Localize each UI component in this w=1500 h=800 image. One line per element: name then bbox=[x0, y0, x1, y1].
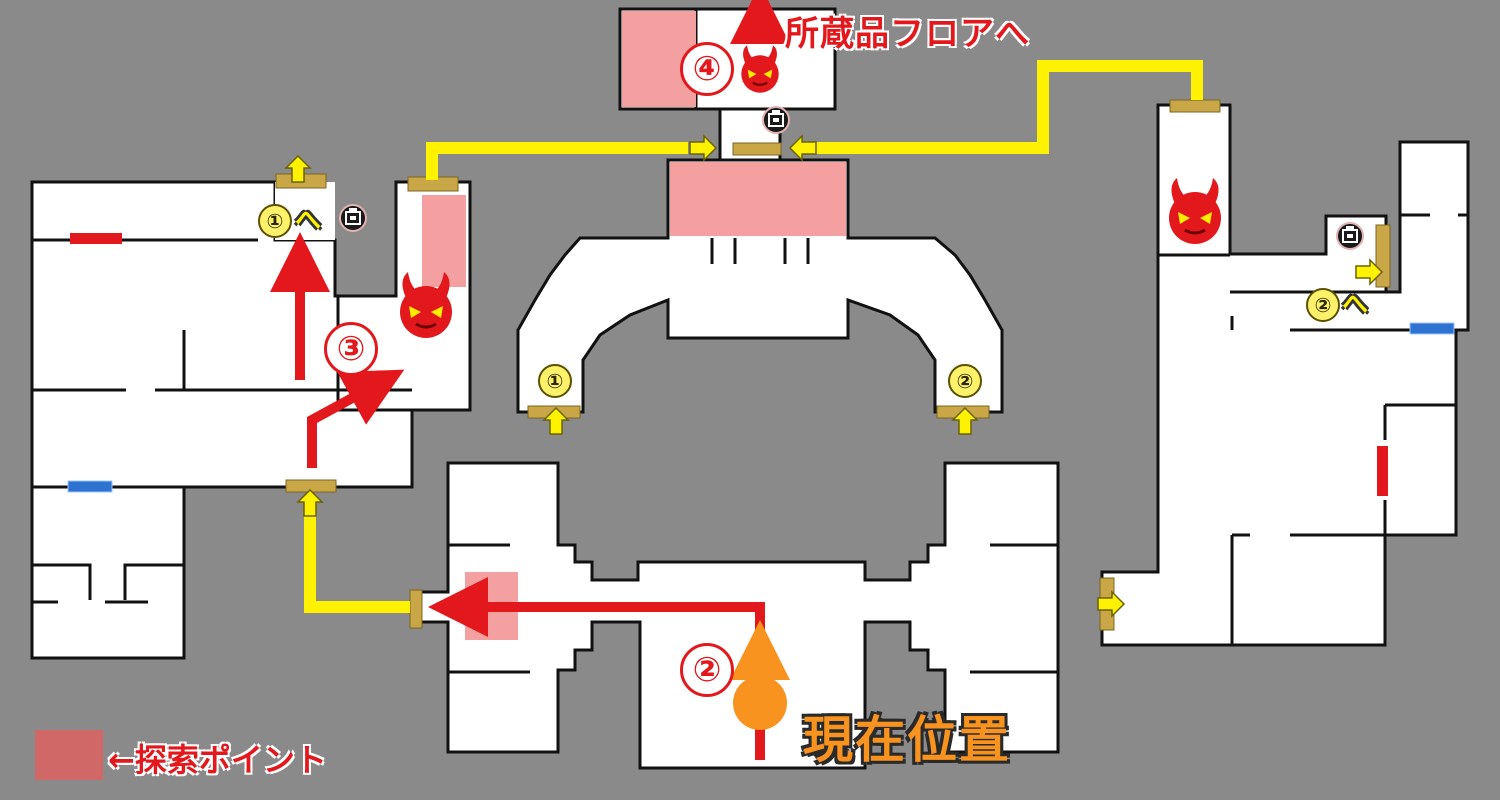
arrow-icon bbox=[297, 489, 323, 517]
save-point-icon bbox=[1336, 222, 1364, 250]
connector-path bbox=[426, 142, 688, 180]
door-icon bbox=[1375, 224, 1391, 288]
door-icon bbox=[409, 589, 423, 629]
blue-tile-icon bbox=[1409, 322, 1455, 335]
red-walls bbox=[70, 233, 1388, 496]
arrow-icon bbox=[789, 135, 817, 161]
legend-swatch bbox=[35, 730, 103, 780]
link-marker-2: ② bbox=[948, 364, 982, 398]
door-icon bbox=[1169, 99, 1221, 113]
step-marker-3: ③ bbox=[324, 322, 378, 376]
connector-path bbox=[815, 60, 1203, 154]
exploration-point bbox=[422, 195, 466, 287]
save-point-icon bbox=[339, 204, 367, 232]
door-icon bbox=[732, 142, 782, 156]
save-point-icon bbox=[762, 106, 790, 134]
blue-tile-icon bbox=[67, 480, 113, 493]
step-marker-2: ② bbox=[680, 643, 734, 697]
red-wall-icon bbox=[1377, 446, 1388, 496]
link-marker-to-2: ② bbox=[1306, 288, 1340, 322]
room-arch bbox=[516, 158, 1004, 414]
connector-path bbox=[304, 516, 410, 613]
player-position-icon bbox=[730, 620, 790, 730]
route-path bbox=[307, 369, 405, 468]
connector-paths bbox=[304, 60, 1203, 613]
blue-tiles bbox=[67, 322, 1455, 493]
link-to-2-suffix: へ bbox=[1342, 290, 1369, 320]
legend-label: ←探索ポイント bbox=[108, 741, 327, 779]
red-wall-icon bbox=[70, 233, 122, 244]
exploration-point bbox=[670, 162, 846, 236]
room-right-wing bbox=[1100, 103, 1470, 647]
arrow-icon bbox=[689, 135, 717, 161]
room-bottom-center bbox=[413, 461, 1060, 770]
link-marker-1: ① bbox=[538, 364, 572, 398]
link-marker-to-1: ① bbox=[258, 204, 292, 238]
floor-link-label: 所蔵品フロアへ bbox=[785, 14, 1030, 54]
step-marker-4: ④ bbox=[680, 42, 734, 96]
link-to-1-suffix: へ bbox=[295, 206, 322, 236]
current-position-label: 現在位置 bbox=[803, 711, 1011, 769]
